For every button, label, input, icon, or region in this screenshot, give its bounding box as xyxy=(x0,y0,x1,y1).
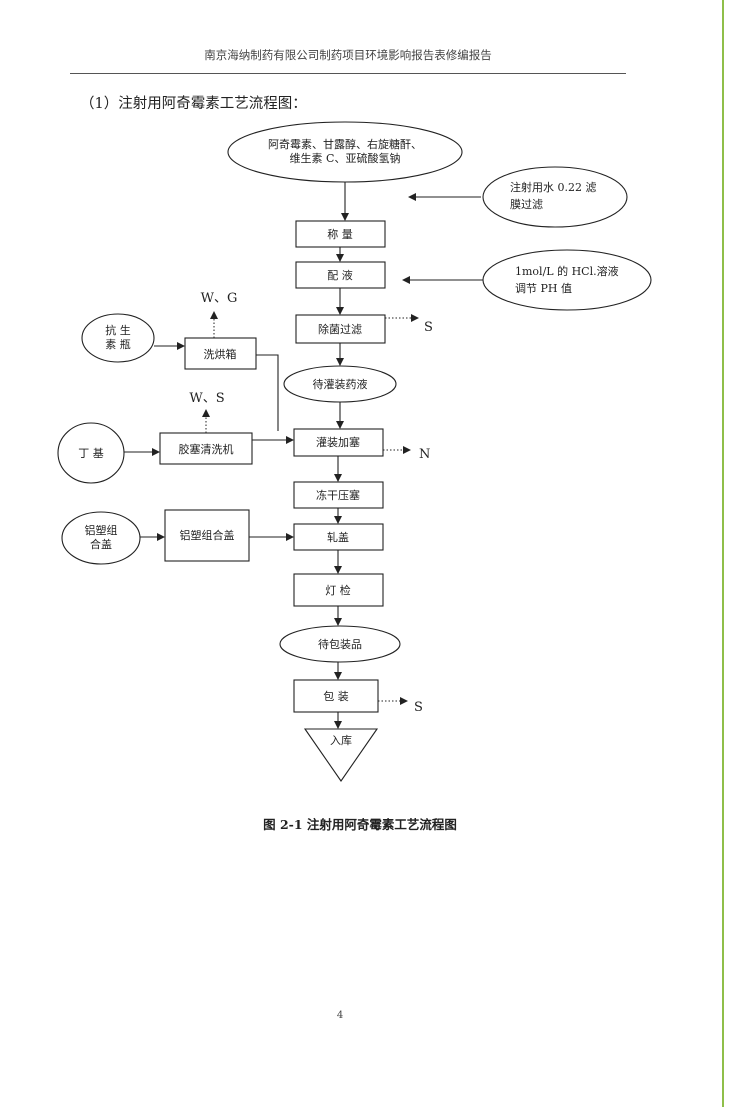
weigh-label: 称 量 xyxy=(327,227,353,241)
light-inspect-label: 灯 检 xyxy=(325,583,351,597)
cap-assembly-box: 铝塑组合盖 xyxy=(164,509,250,562)
water-filter-ellipse: 注射用水 0.22 滤 膜过滤 xyxy=(482,166,628,228)
stopper-washer-label: 胶塞清洗机 xyxy=(179,442,234,456)
washer-dryer-label: 洗烘箱 xyxy=(204,347,237,361)
running-header: 南京海纳制药有限公司制药项目环境影响报告表修编报告 xyxy=(204,48,492,62)
raw-materials-ellipse: 阿奇霉素、甘露醇、右旋糖酐、 维生素 C、亚硫酸氢钠 xyxy=(227,121,463,183)
page-number: 4 xyxy=(336,1010,344,1021)
main-flow-arrows xyxy=(334,182,349,729)
header-rule xyxy=(70,73,626,74)
fill-stopper-label: 灌装加塞 xyxy=(316,435,360,449)
antibiotic-vial-ellipse: 抗 生 素 瓶 xyxy=(81,313,155,363)
light-inspect-box: 灯 检 xyxy=(293,573,384,607)
page-edge-line xyxy=(722,0,724,1107)
raw-materials-line-1: 阿奇霉素、甘露醇、右旋糖酐、 xyxy=(268,137,422,151)
freeze-dry-box: 冻干压塞 xyxy=(293,481,384,509)
cap-roll-box: 轧盖 xyxy=(293,523,384,551)
aluminum-cap-line-1: 铝塑组 xyxy=(85,523,118,537)
emission-wg-label: W、G xyxy=(201,291,238,306)
emission-s-filter-label: S xyxy=(424,320,433,335)
pending-liquid-label: 待灌装药液 xyxy=(313,377,368,391)
emission-s-pack-label: S xyxy=(414,700,423,715)
antibiotic-vial-line-1: 抗 生 xyxy=(105,323,131,337)
figure-caption: 图 2-1 注射用阿奇霉素工艺流程图 xyxy=(263,817,457,832)
hcl-line-1: 1mol/L 的 HCl.溶液 xyxy=(515,264,619,278)
cap-assembly-label: 铝塑组合盖 xyxy=(180,528,235,542)
washer-dryer-box: 洗烘箱 xyxy=(184,337,257,370)
freeze-dry-label: 冻干压塞 xyxy=(316,488,360,502)
pack-label: 包 装 xyxy=(323,690,349,703)
butyl-label: 丁 基 xyxy=(78,447,104,460)
raw-materials-line-2: 维生素 C、亚硫酸氢钠 xyxy=(290,151,401,165)
emission-n-label: N xyxy=(419,447,430,462)
emission-arrows xyxy=(202,311,419,705)
hcl-solution-ellipse: 1mol/L 的 HCl.溶液 调节 PH 值 xyxy=(482,249,652,311)
stopper-washer-box: 胶塞清洗机 xyxy=(159,432,253,465)
water-filter-line-2: 膜过滤 xyxy=(510,198,543,211)
mix-label: 配 液 xyxy=(327,268,353,282)
aluminum-cap-line-2: 合盖 xyxy=(90,537,112,551)
aluminum-cap-ellipse: 铝塑组 合盖 xyxy=(61,511,141,565)
warehouse-triangle: 入库 xyxy=(303,728,379,782)
hcl-line-2: 调节 PH 值 xyxy=(515,282,572,295)
pending-pack-label: 待包装品 xyxy=(318,637,362,651)
antibiotic-vial-line-2: 素 瓶 xyxy=(105,337,131,351)
pending-pack-ellipse: 待包装品 xyxy=(279,625,401,663)
butyl-ellipse: 丁 基 xyxy=(57,422,125,484)
sterile-filter-box: 除菌过滤 xyxy=(295,314,386,344)
pending-liquid-ellipse: 待灌装药液 xyxy=(283,365,397,403)
sterile-filter-label: 除菌过滤 xyxy=(318,322,362,336)
water-filter-line-1: 注射用水 0.22 滤 xyxy=(510,180,597,194)
weigh-box: 称 量 xyxy=(295,220,386,248)
cap-roll-label: 轧盖 xyxy=(327,530,349,544)
mix-box: 配 液 xyxy=(295,261,386,289)
fill-stopper-box: 灌装加塞 xyxy=(293,428,384,457)
emission-ws-label: W、S xyxy=(189,391,224,406)
input-arrows xyxy=(124,193,483,541)
pack-box: 包 装 xyxy=(293,679,379,713)
section-title: （1）注射用阿奇霉素工艺流程图： xyxy=(80,96,307,112)
warehouse-label: 入库 xyxy=(330,734,352,747)
process-flowchart: 阿奇霉素、甘露醇、右旋糖酐、 维生素 C、亚硫酸氢钠 注射用水 0.22 滤 膜… xyxy=(57,121,652,782)
